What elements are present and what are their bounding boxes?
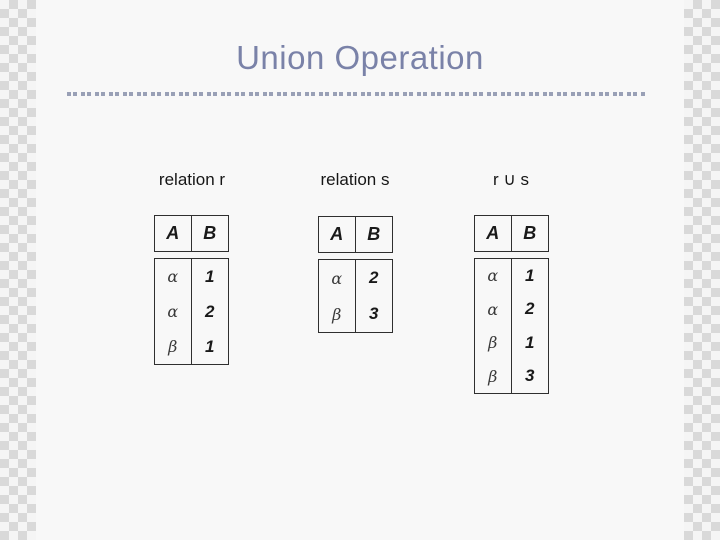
cell-value: β	[475, 326, 512, 360]
table-label-r-union-s: r ∪ s	[492, 170, 530, 189]
table-row: β 1	[155, 329, 228, 364]
table-header-row: A B	[318, 216, 393, 253]
table-body: α 2 β 3	[318, 259, 393, 333]
cell-value: 3	[369, 304, 379, 323]
table-relation-s: A B α 2 β 3	[318, 216, 393, 333]
cell-value: 2	[205, 301, 215, 321]
cell-value: 3	[525, 366, 535, 386]
table-row: α 2	[155, 294, 228, 329]
cell-value: β	[155, 329, 192, 364]
table-relation-r: A B α 1 α 2 β 1	[154, 215, 229, 365]
cell-value: 1	[525, 265, 535, 285]
table-row: α 1	[475, 259, 548, 293]
cell-value: 1	[205, 266, 215, 286]
table-row: α 1	[155, 259, 228, 294]
table-row: α 2	[319, 260, 392, 296]
table-header-row: A B	[154, 215, 229, 252]
column-header: A	[475, 216, 512, 251]
table-label-relation-s: relation s	[320, 170, 390, 189]
cell-value: 2	[525, 299, 535, 319]
table-body: α 1 α 2 β 1 β 3	[474, 258, 549, 394]
transparency-checkerboard-right	[684, 0, 720, 540]
cell-value: α	[319, 260, 356, 296]
transparency-checkerboard-left	[0, 0, 36, 540]
table-row: β 1	[475, 326, 548, 360]
table-header-row: A B	[474, 215, 549, 252]
title-divider-dotted-line	[67, 92, 645, 96]
cell-value: β	[475, 359, 512, 393]
table-r-union-s: A B α 1 α 2 β 1 β 3	[474, 215, 549, 394]
cell-value: 1	[205, 336, 215, 356]
column-header: A	[155, 216, 192, 251]
table-row: β 3	[319, 296, 392, 332]
cell-value: α	[475, 259, 512, 293]
column-header: A	[319, 217, 356, 252]
table-label-relation-r: relation r	[158, 170, 226, 189]
column-header: B	[367, 224, 381, 244]
table-row: α 2	[475, 292, 548, 326]
cell-value: 1	[525, 332, 535, 352]
cell-value: β	[319, 296, 356, 332]
cell-value: α	[155, 259, 192, 294]
table-body: α 1 α 2 β 1	[154, 258, 229, 365]
cell-value: 2	[369, 268, 379, 287]
column-header: B	[523, 223, 537, 243]
table-row: β 3	[475, 359, 548, 393]
column-header: B	[203, 223, 217, 243]
cell-value: α	[475, 292, 512, 326]
slide-title: Union Operation	[236, 39, 484, 76]
cell-value: α	[155, 294, 192, 329]
